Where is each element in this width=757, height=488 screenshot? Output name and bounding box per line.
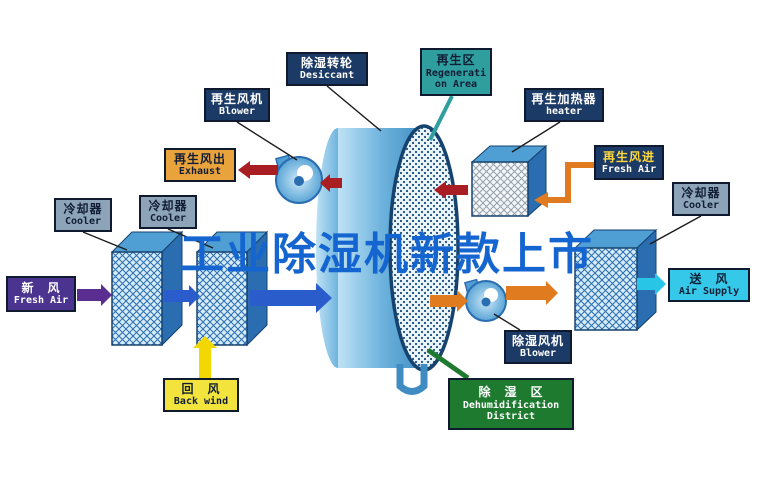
label-fresh-air: 新 风 Fresh Air	[6, 276, 76, 312]
label-regen-fresh-air: 再生风进 Fresh Air	[594, 145, 664, 180]
label-cooler-left-en: Cooler	[64, 216, 102, 228]
back-wind-arrow	[193, 336, 217, 378]
label-dehumid-blower-en: Blower	[519, 348, 557, 360]
label-dehumid-district-zh: 除 湿 区	[478, 385, 544, 400]
rotor-to-blower-arrow	[430, 290, 468, 312]
heat-exchanger-box-mid	[195, 230, 269, 347]
label-regen-blower-zh: 再生风机	[210, 92, 263, 107]
label-regen-blower: 再生风机 Blower	[204, 88, 270, 122]
label-heater-en: heater	[545, 106, 583, 118]
label-regen-fresh-air-zh: 再生风进	[602, 149, 655, 164]
label-air-supply-zh: 送 风	[689, 272, 729, 287]
label-cooler-right: 冷却器 Cooler	[672, 182, 730, 216]
label-dehumid-district-en1: Dehumidification	[462, 399, 560, 411]
label-heater-zh: 再生加热器	[531, 92, 597, 107]
label-dehumid-district-en2: District	[486, 411, 536, 423]
label-dehumid-blower-zh: 除湿风机	[511, 334, 564, 349]
regen-blower-icon	[274, 154, 323, 204]
dehumid-district-leader	[426, 347, 470, 381]
label-regen-blower-en: Blower	[218, 106, 256, 118]
regen-exhaust-arrow-2	[238, 161, 278, 179]
label-back-wind-en: Back wind	[173, 396, 229, 408]
label-cooler-right-en: Cooler	[682, 200, 720, 212]
label-back-wind: 回 风 Back wind	[163, 378, 239, 412]
label-desiccant-zh: 除湿转轮	[300, 56, 353, 71]
label-cooler-right-zh: 冷却器	[681, 186, 721, 201]
regen-fresh-air-arrowhead	[534, 192, 548, 208]
label-regen-area-en1: Regenerati	[425, 67, 487, 79]
label-cooler-left-zh: 冷却器	[63, 202, 103, 217]
label-cooler-left: 冷却器 Cooler	[54, 198, 112, 232]
label-dehumid-district: 除 湿 区 Dehumidification District	[448, 378, 574, 430]
label-desiccant-en: Desiccant	[299, 70, 355, 82]
watermark-text: 工业除湿机新款上市	[180, 229, 594, 280]
rotor-stand	[396, 364, 428, 395]
label-fresh-air-zh: 新 风	[21, 281, 61, 296]
fresh-air-arrow	[77, 284, 112, 306]
label-cooler-mid-en: Cooler	[149, 213, 187, 225]
label-regen-area-en2: on Area	[434, 79, 478, 91]
label-regen-heater: 再生加热器 heater	[524, 88, 604, 122]
dehumid-blower-icon	[463, 278, 507, 322]
regen-fresh-air-duct	[548, 162, 597, 203]
label-regen-exhaust: 再生风出 Exhaust	[164, 148, 236, 182]
process-air-arrow-1	[164, 285, 200, 307]
label-air-supply: 送 风 Air Supply	[668, 268, 750, 302]
label-regen-area-zh: 再生区	[436, 53, 476, 68]
label-desiccant: 除湿转轮 Desiccant	[286, 52, 368, 86]
label-cooler-mid: 冷却器 Cooler	[139, 195, 197, 229]
label-exhaust-zh: 再生风出	[173, 152, 226, 167]
heat-exchanger-box-left	[110, 230, 184, 347]
leader-lines	[82, 85, 702, 331]
label-cooler-mid-zh: 冷却器	[148, 199, 188, 214]
label-air-supply-en: Air Supply	[678, 286, 740, 298]
blower-to-cooler-arrow	[506, 281, 558, 305]
label-dehumid-blower: 除湿风机 Blower	[504, 330, 572, 364]
cooler-box-right	[573, 228, 658, 332]
heater-to-rotor-arrow	[434, 181, 468, 199]
label-regen-fresh-air-en: Fresh Air	[601, 163, 657, 175]
air-supply-arrow	[637, 273, 666, 295]
label-exhaust-en: Exhaust	[178, 166, 222, 178]
label-fresh-air-en: Fresh Air	[13, 295, 69, 307]
process-air-arrow-2	[250, 283, 332, 313]
regen-area-leader	[428, 95, 454, 141]
regen-exhaust-arrow-1	[320, 174, 342, 192]
label-back-wind-zh: 回 风	[181, 382, 221, 397]
label-regeneration-area: 再生区 Regenerati on Area	[420, 48, 492, 96]
heater-box	[470, 144, 548, 218]
